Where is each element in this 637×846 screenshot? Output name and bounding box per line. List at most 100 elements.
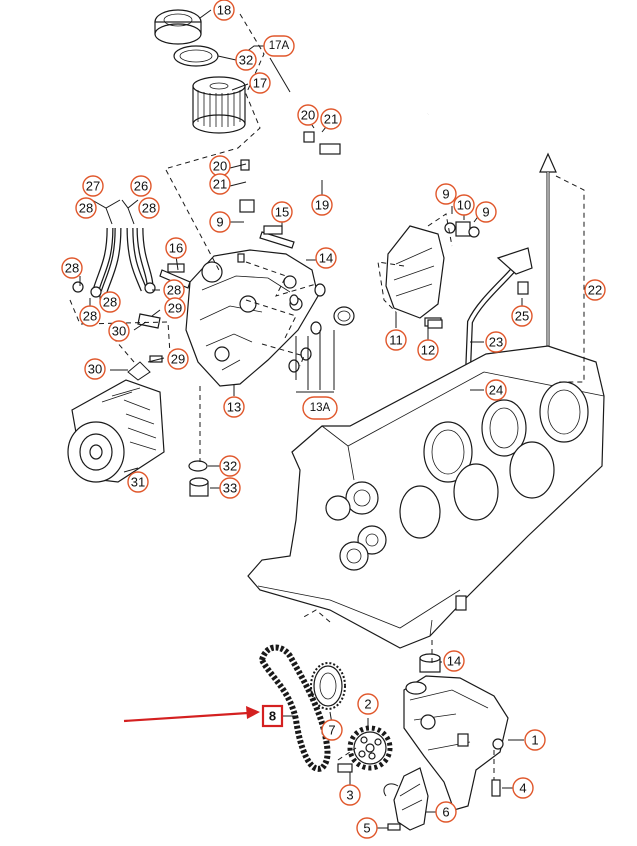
svg-text:20: 20: [213, 159, 227, 174]
callout-30-bottom[interactable]: 30: [84, 358, 106, 380]
svg-text:7: 7: [328, 723, 335, 738]
svg-text:28: 28: [103, 295, 117, 310]
callout-1[interactable]: 1: [524, 729, 546, 751]
callout-13a[interactable]: 13A: [302, 396, 338, 420]
svg-text:15: 15: [275, 205, 289, 220]
svg-text:28: 28: [142, 201, 156, 216]
oil-filter-bracket-drawing: [159, 231, 319, 387]
sprocket-drawing: [310, 662, 346, 710]
engine-cover-drawing: [385, 221, 480, 327]
svg-text:17A: 17A: [269, 40, 290, 52]
callout-25[interactable]: 25: [511, 305, 533, 327]
oil-filter-cap-drawing: [154, 9, 202, 45]
svg-text:12: 12: [421, 343, 435, 358]
callout-9-cover-left[interactable]: 9: [435, 183, 457, 205]
callout-21-mid[interactable]: 21: [209, 173, 231, 195]
callout-6[interactable]: 6: [435, 801, 457, 823]
svg-text:17: 17: [253, 76, 267, 91]
alternator-drawing: [67, 379, 165, 483]
svg-text:22: 22: [588, 283, 602, 298]
callout-24[interactable]: 24: [485, 379, 507, 401]
svg-text:1: 1: [531, 733, 538, 748]
callout-14-bottom[interactable]: 14: [443, 650, 465, 672]
callout-20-top[interactable]: 20: [297, 104, 319, 126]
svg-text:26: 26: [134, 179, 148, 194]
svg-text:13A: 13A: [310, 402, 331, 414]
svg-text:29: 29: [168, 301, 182, 316]
callout-28-right-top[interactable]: 28: [138, 197, 160, 219]
svg-text:2: 2: [364, 697, 371, 712]
callout-28-b[interactable]: 28: [163, 279, 185, 301]
callout-2[interactable]: 2: [357, 693, 379, 715]
callout-21-top[interactable]: 21: [320, 108, 342, 130]
svg-text:3: 3: [346, 788, 353, 803]
callout-29-top[interactable]: 29: [164, 297, 186, 319]
callout-5[interactable]: 5: [356, 817, 378, 839]
callout-15[interactable]: 15: [271, 201, 293, 223]
svg-text:30: 30: [112, 324, 126, 339]
callout-29-bottom[interactable]: 29: [167, 348, 189, 370]
svg-text:33: 33: [223, 481, 237, 496]
svg-text:31: 31: [131, 475, 145, 490]
engine-block-drawing: [247, 345, 605, 649]
svg-text:28: 28: [65, 261, 79, 276]
svg-text:28: 28: [167, 283, 181, 298]
callout-18[interactable]: 18: [213, 0, 235, 21]
svg-text:23: 23: [489, 335, 503, 350]
svg-text:6: 6: [442, 805, 449, 820]
callout-20-mid[interactable]: 20: [209, 155, 231, 177]
callout-14-top[interactable]: 14: [315, 247, 337, 269]
callout-26[interactable]: 26: [130, 175, 152, 197]
callout-32-bottom[interactable]: 32: [219, 455, 241, 477]
svg-text:21: 21: [324, 112, 338, 127]
callout-27[interactable]: 27: [82, 175, 104, 197]
callout-3[interactable]: 3: [339, 784, 361, 806]
callout-28-a[interactable]: 28: [61, 257, 83, 279]
svg-text:9: 9: [442, 187, 449, 202]
callout-labels: 18 32 17A 17 20 21 20 21 19 27 28 26 28 …: [61, 0, 606, 839]
callout-30-top[interactable]: 30: [108, 320, 130, 342]
callout-32-seal[interactable]: 32: [235, 49, 257, 71]
callout-28-d[interactable]: 28: [79, 305, 101, 327]
callout-19[interactable]: 19: [311, 194, 333, 216]
breather-pipe-drawing: [239, 112, 430, 213]
svg-text:9: 9: [482, 205, 489, 220]
svg-text:28: 28: [83, 309, 97, 324]
callout-4[interactable]: 4: [512, 777, 534, 799]
svg-text:4: 4: [519, 781, 526, 796]
callout-33[interactable]: 33: [219, 477, 241, 499]
svg-text:24: 24: [489, 383, 503, 398]
callout-16[interactable]: 16: [165, 237, 187, 259]
oil-pump-drawing: [403, 653, 509, 811]
callout-12[interactable]: 12: [417, 339, 439, 361]
svg-text:19: 19: [315, 198, 329, 213]
svg-text:20: 20: [301, 108, 315, 123]
callout-28-c[interactable]: 28: [99, 291, 121, 313]
svg-text:29: 29: [171, 352, 185, 367]
callout-10[interactable]: 10: [453, 194, 475, 216]
callout-17[interactable]: 17: [249, 72, 271, 94]
svg-text:14: 14: [319, 251, 333, 266]
svg-text:8: 8: [269, 709, 276, 724]
callout-13[interactable]: 13: [223, 396, 245, 418]
callout-31[interactable]: 31: [127, 471, 149, 493]
callout-28-left-top[interactable]: 28: [75, 197, 97, 219]
drain-plug-drawing: [188, 460, 209, 497]
callout-8-highlighted[interactable]: 8: [261, 704, 284, 728]
callout-22[interactable]: 22: [584, 279, 606, 301]
callout-23[interactable]: 23: [485, 331, 507, 353]
svg-text:10: 10: [457, 198, 471, 213]
callout-17a[interactable]: 17A: [263, 35, 295, 57]
svg-text:13: 13: [227, 400, 241, 415]
svg-text:14: 14: [447, 654, 461, 669]
svg-text:28: 28: [79, 201, 93, 216]
callout-11[interactable]: 11: [385, 329, 407, 351]
callout-9-cover-right[interactable]: 9: [475, 201, 497, 223]
svg-text:18: 18: [217, 3, 231, 18]
svg-text:25: 25: [515, 309, 529, 324]
oil-filter-seal-ring-drawing: [173, 45, 219, 67]
svg-text:9: 9: [216, 215, 223, 230]
callout-7[interactable]: 7: [321, 719, 343, 741]
callout-9-left[interactable]: 9: [209, 211, 231, 233]
svg-text:21: 21: [213, 177, 227, 192]
